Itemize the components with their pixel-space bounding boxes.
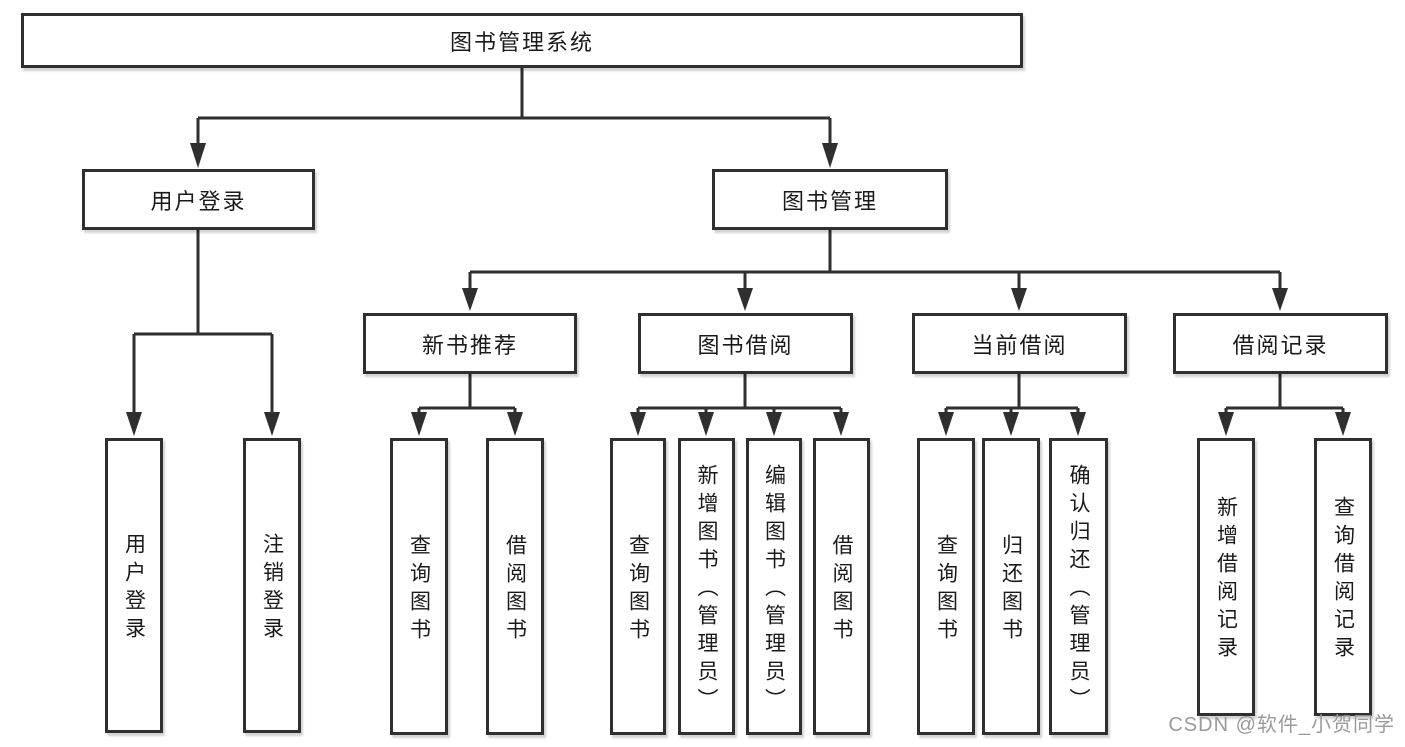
- node-user-login-group: 用户登录: [82, 169, 315, 230]
- node-borrow-record: 借阅记录: [1173, 313, 1388, 374]
- node-book-management-label: 图书管理: [781, 188, 878, 214]
- leaf-newbook-borrow-book: 借阅图书: [486, 438, 544, 735]
- node-book-management: 图书管理: [712, 169, 948, 230]
- leaf-current-return-book: 归还图书: [982, 438, 1040, 735]
- node-root-system: 图书管理系统: [21, 13, 1023, 68]
- node-user-login-group-label: 用户登录: [150, 188, 247, 214]
- leaf-borrow-borrow-book-label: 借阅图书: [830, 533, 853, 646]
- leaf-current-confirm-return-admin: 确认归还（管理员）: [1049, 438, 1108, 735]
- watermark-text: CSDN @软件_小贺同学: [1168, 714, 1395, 736]
- node-new-book-recommend: 新书推荐: [363, 313, 577, 374]
- leaf-record-query-record-label: 查询借阅记录: [1331, 496, 1355, 664]
- node-root-label: 图书管理系统: [449, 29, 594, 55]
- leaf-newbook-query-book: 查询图书: [390, 438, 448, 735]
- leaf-record-query-record: 查询借阅记录: [1314, 438, 1372, 716]
- leaf-current-query-book-label: 查询图书: [934, 533, 958, 646]
- leaf-newbook-borrow-book-label: 借阅图书: [503, 533, 527, 646]
- node-book-borrow: 图书借阅: [638, 313, 853, 374]
- leaf-logout-label: 注销登录: [260, 532, 284, 645]
- leaf-current-query-book: 查询图书: [917, 438, 975, 735]
- leaf-record-add-record-label: 新增借阅记录: [1214, 496, 1238, 664]
- leaf-current-return-book-label: 归还图书: [999, 533, 1023, 646]
- leaf-user-login: 用户登录: [105, 438, 163, 733]
- node-current-borrow: 当前借阅: [912, 313, 1127, 374]
- leaf-current-confirm-return-admin-label: 确认归还（管理员）: [1067, 463, 1090, 716]
- leaf-borrow-borrow-book: 借阅图书: [813, 438, 870, 735]
- leaf-newbook-query-book-label: 查询图书: [407, 533, 431, 646]
- node-borrow-record-label: 借阅记录: [1232, 332, 1329, 358]
- leaf-user-login-label: 用户登录: [122, 532, 146, 645]
- leaf-borrow-edit-book-admin-label: 编辑图书（管理员）: [762, 463, 786, 716]
- leaf-borrow-edit-book-admin: 编辑图书（管理员）: [746, 438, 802, 735]
- node-new-book-recommend-label: 新书推荐: [421, 332, 518, 358]
- leaf-logout: 注销登录: [243, 438, 301, 733]
- node-current-borrow-label: 当前借阅: [971, 332, 1068, 358]
- leaf-record-add-record: 新增借阅记录: [1197, 438, 1255, 716]
- leaf-borrow-add-book-admin-label: 新增图书（管理员）: [695, 463, 718, 716]
- node-book-borrow-label: 图书借阅: [697, 332, 794, 358]
- leaf-borrow-add-book-admin: 新增图书（管理员）: [678, 438, 735, 735]
- leaf-borrow-query-book-label: 查询图书: [626, 533, 650, 646]
- leaf-borrow-query-book: 查询图书: [610, 438, 666, 735]
